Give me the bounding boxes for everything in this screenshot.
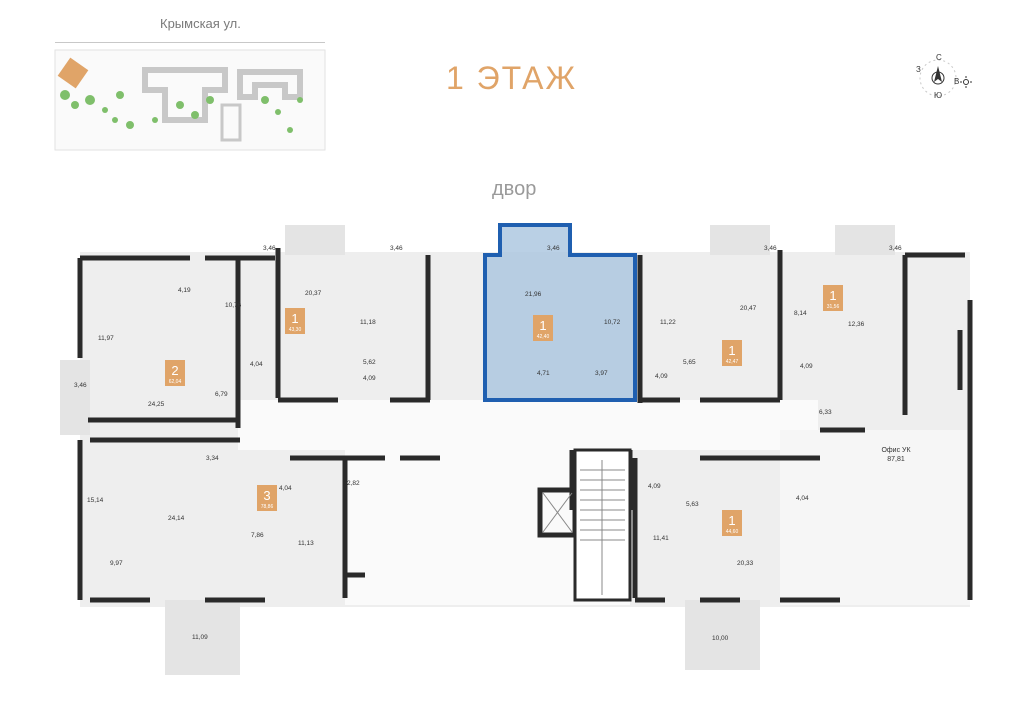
office-name: Офис УК: [881, 447, 911, 454]
room-area-label: 4,19: [178, 287, 191, 294]
room-area-label: 11,97: [98, 335, 114, 342]
room-area-label: 4,04: [250, 361, 263, 368]
street-divider: [55, 42, 325, 43]
apartment-badge-apt-3-rooms[interactable]: 378,86: [257, 485, 277, 511]
room-area-label: 12,36: [848, 321, 865, 328]
room-area-label: 11,22: [660, 319, 676, 326]
badge-rooms: 3: [263, 488, 270, 503]
apartment-badge-apt-1-d[interactable]: 144,60: [722, 510, 742, 536]
room-area-label: 4,04: [796, 495, 809, 502]
badge-area: 42,47: [726, 359, 739, 365]
room-area-label: 20,37: [305, 290, 322, 297]
badge-area: 43,30: [289, 327, 302, 333]
badge-background: [722, 340, 742, 366]
badge-background: [823, 285, 843, 311]
badge-area: 31,56: [827, 304, 840, 310]
apartment-badge-apt-1-a[interactable]: 143,30: [285, 308, 305, 334]
badge-background: [285, 308, 305, 334]
room-area-label: 10,00: [712, 635, 729, 642]
room-area-label: 6,33: [819, 409, 832, 416]
walls: [77, 248, 973, 603]
badge-background: [533, 315, 553, 341]
room-area-label: 4,71: [537, 370, 550, 377]
apartment-badge-apt-1-selected[interactable]: 142,40: [533, 315, 553, 341]
room-area-label: 4,09: [655, 373, 668, 380]
room-area-labels: 3,46 4,19 10,76 11,97 4,04 6,79 24,25 3,46 20,37…: [74, 245, 902, 642]
badge-area: 44,60: [726, 529, 739, 535]
compass-west: З: [916, 65, 921, 74]
room-area-label: 9,97: [110, 560, 123, 567]
room-area-label: 11,41: [653, 535, 669, 542]
site-minimap[interactable]: [54, 49, 326, 151]
floor-title: 1 ЭТАЖ: [445, 60, 578, 96]
room-area-label: 7,86: [251, 532, 264, 539]
badge-rooms: 1: [829, 288, 836, 303]
room-area-label: 11,09: [192, 634, 208, 641]
badge-area: 78,86: [261, 504, 274, 510]
room-area-label: 10,72: [604, 319, 621, 326]
apartment-badge-apt-1-b[interactable]: 142,47: [722, 340, 742, 366]
apartment-badge-apt-1-c[interactable]: 131,56: [823, 285, 843, 311]
badge-area: 42,40: [537, 334, 550, 340]
badge-background: [257, 485, 277, 511]
room-area-label: 24,25: [148, 401, 165, 408]
room-area-label: 3,46: [889, 245, 902, 252]
sun-icon: [960, 76, 972, 88]
compass-east: В: [954, 77, 959, 86]
room-area-label: 5,63: [686, 501, 699, 508]
badge-rooms: 1: [728, 513, 735, 528]
apartment-badge-apt-2-rooms[interactable]: 262,04: [165, 360, 185, 386]
room-area-label: 3,46: [263, 245, 276, 252]
office-label: Офис УК 87,81: [881, 447, 911, 463]
street-name: Крымская ул.: [160, 16, 241, 31]
room-area-label: 2,82: [347, 480, 360, 487]
room-area-label: 10,76: [225, 302, 242, 309]
badge-rooms: 1: [728, 343, 735, 358]
room-area-label: 3,46: [764, 245, 777, 252]
room-area-label: 4,04: [279, 485, 292, 492]
compass-south: Ю: [934, 91, 942, 100]
room-area-label: 20,47: [740, 305, 757, 312]
room-area-label: 8,14: [794, 310, 807, 317]
staircase: [542, 448, 632, 602]
badge-background: [165, 360, 185, 386]
selected-apartment[interactable]: [483, 223, 637, 402]
room-area-label: 3,46: [390, 245, 403, 252]
room-area-label: 21,96: [525, 291, 542, 298]
badge-background: [722, 510, 742, 536]
badge-area: 62,04: [169, 379, 182, 385]
room-area-label: 4,09: [648, 483, 661, 490]
office-area: 87,81: [887, 456, 905, 463]
badge-rooms: 1: [539, 318, 546, 333]
room-area-label: 5,62: [363, 359, 376, 366]
yard-label: двор: [492, 178, 537, 200]
room-area-label: 5,65: [683, 359, 696, 366]
room-area-label: 3,97: [595, 370, 608, 377]
room-area-label: 3,46: [547, 245, 560, 252]
room-area-label: 15,14: [87, 497, 104, 504]
room-area-label: 11,13: [298, 540, 314, 547]
compass-north: С: [936, 53, 942, 62]
room-area-label: 6,79: [215, 391, 228, 398]
badge-rooms: 1: [291, 311, 298, 326]
room-area-label: 3,34: [206, 455, 219, 462]
room-area-label: 4,09: [363, 375, 376, 382]
room-area-label: 3,46: [74, 382, 87, 389]
room-area-label: 24,14: [168, 515, 185, 522]
room-area-label: 20,33: [737, 560, 754, 567]
room-area-label: 4,09: [800, 363, 813, 370]
building-highlight: [57, 57, 89, 89]
badge-rooms: 2: [171, 363, 178, 378]
compass-icon: С З В Ю: [916, 53, 972, 100]
room-area-label: 11,18: [360, 319, 376, 326]
